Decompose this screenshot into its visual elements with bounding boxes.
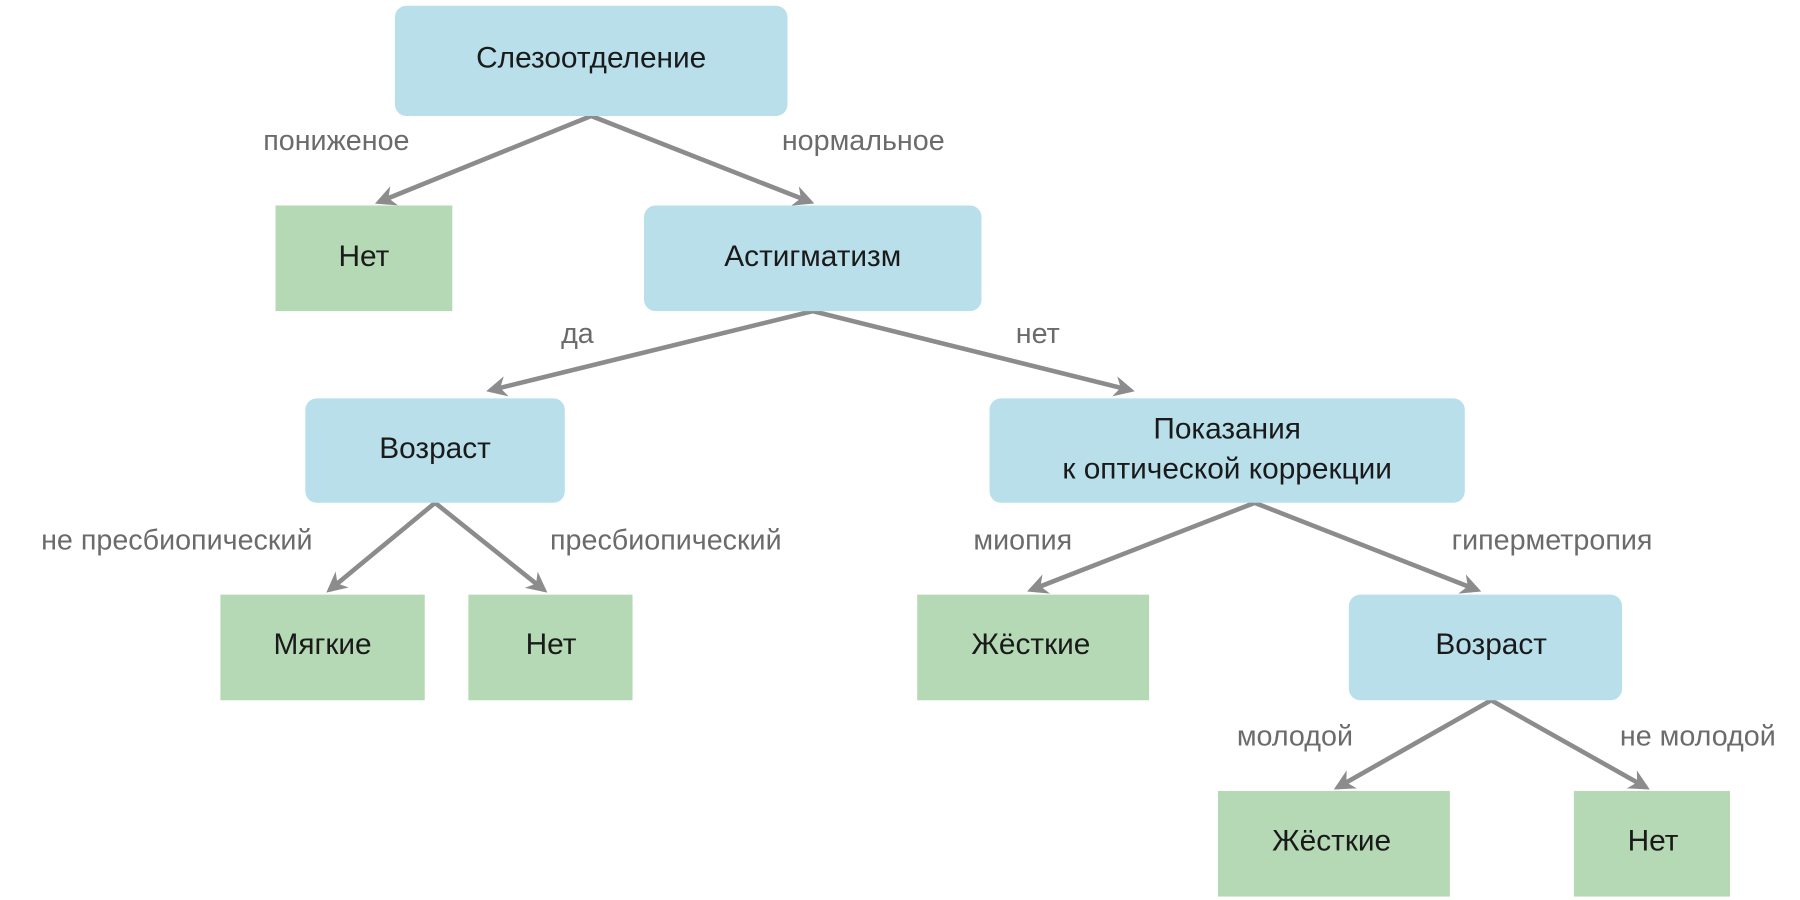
edge-label-hypermetropia: гиперметропия bbox=[1452, 524, 1653, 556]
leaf-label: Нет bbox=[338, 240, 389, 273]
leaf-label: Нет bbox=[526, 628, 577, 661]
edge-arrow bbox=[1027, 500, 1256, 594]
edge-label-myopia: миопия bbox=[973, 524, 1072, 556]
edge-label-not-young: не молодой bbox=[1620, 721, 1776, 753]
node-label: Возраст bbox=[379, 432, 491, 465]
edge-arrow bbox=[374, 113, 593, 206]
edge-arrow bbox=[1253, 500, 1482, 594]
edge-label-no: нет bbox=[1016, 318, 1060, 350]
edge-arrow bbox=[433, 501, 548, 593]
node-label: Возраст bbox=[1435, 628, 1547, 661]
leaf-hard-1: Жёсткие bbox=[917, 594, 1150, 701]
edge-label-reduced: пониженое bbox=[263, 125, 409, 157]
node-label-line1: Показания bbox=[1153, 412, 1301, 445]
leaf-label: Нет bbox=[1628, 824, 1679, 857]
node-age-2: Возраст bbox=[1348, 594, 1623, 701]
edge-arrow bbox=[326, 501, 437, 593]
edge-label-not-presbyopic: не пресбиопический bbox=[41, 524, 312, 556]
leaf-soft: Мягкие bbox=[220, 594, 425, 701]
edge-arrow bbox=[1490, 698, 1650, 790]
leaf-no-3: Нет bbox=[1573, 790, 1730, 897]
leaf-no-2: Нет bbox=[468, 594, 633, 701]
node-label-line2: к оптической коррекции bbox=[1062, 453, 1392, 486]
node-label: Слезоотделение bbox=[476, 42, 706, 75]
node-label: Астигматизм bbox=[724, 240, 901, 273]
leaf-label: Жёсткие bbox=[971, 628, 1090, 661]
node-root: Слезоотделение bbox=[394, 5, 788, 116]
node-astigmatism: Астигматизм bbox=[644, 205, 982, 312]
edge-arrow bbox=[486, 308, 814, 397]
edge-label-yes: да bbox=[561, 318, 594, 350]
edge-label-normal: нормальное bbox=[782, 125, 945, 157]
edge-labels: пониженое нормальное да нет не пресбиопи… bbox=[41, 125, 1776, 753]
node-indication: Показания к оптической коррекции bbox=[989, 398, 1465, 503]
edge-arrow bbox=[1333, 698, 1493, 790]
leaf-no-1: Нет bbox=[275, 205, 453, 312]
leaf-label: Мягкие bbox=[273, 628, 371, 661]
edges bbox=[326, 113, 1650, 790]
edge-label-young: молодой bbox=[1237, 721, 1353, 753]
edge-arrow bbox=[812, 308, 1135, 397]
leaf-hard-2: Жёсткие bbox=[1217, 790, 1450, 897]
edge-label-presbyopic: пресбиопический bbox=[550, 524, 782, 556]
edge-arrow bbox=[590, 113, 815, 206]
leaf-label: Жёсткие bbox=[1272, 824, 1391, 857]
node-age-1: Возраст bbox=[305, 398, 565, 503]
